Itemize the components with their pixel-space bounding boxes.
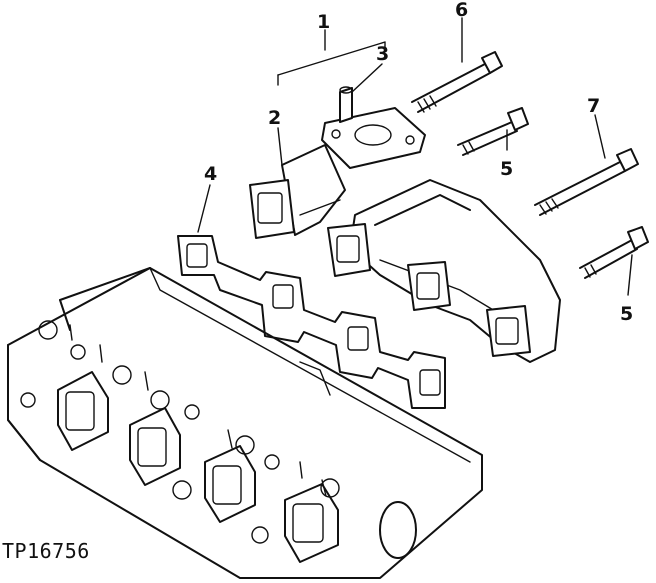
- callout-5-upper: 5: [500, 158, 513, 180]
- callout-1: 1: [317, 11, 330, 33]
- flange-plate: [321, 86, 426, 169]
- callout-2: 2: [268, 107, 281, 129]
- bolt-short-lower: [579, 226, 649, 279]
- callout-5-lower: 5: [620, 303, 633, 325]
- callout-7: 7: [587, 95, 600, 117]
- figure-reference-id: TP16756: [2, 539, 90, 563]
- callout-4: 4: [204, 163, 217, 185]
- callout-6: 6: [455, 0, 468, 21]
- intake-elbow: [249, 144, 346, 239]
- bolt-long-lower: [534, 148, 639, 216]
- leader-lines: [197, 17, 633, 296]
- cylinder-head: [7, 267, 483, 579]
- exhaust-manifold-gasket: [177, 235, 446, 409]
- exhaust-manifold: [327, 179, 561, 363]
- callout-3: 3: [376, 43, 389, 65]
- bolt-short-upper: [457, 107, 529, 156]
- bolt-long-upper: [411, 51, 503, 113]
